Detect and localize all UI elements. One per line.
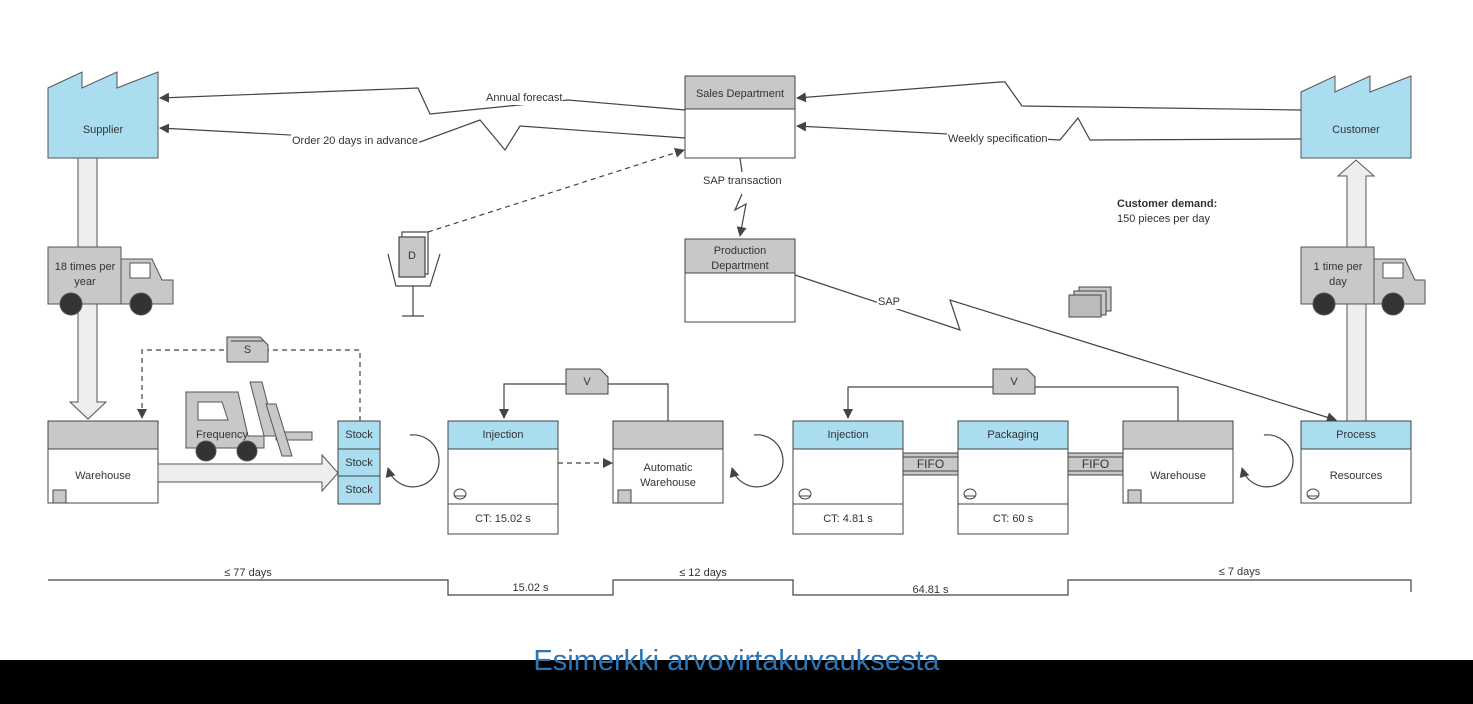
production-department-label: Production Department: [711, 245, 769, 272]
order-advance-label: Order 20 days in advance: [291, 134, 419, 148]
timeline-upper-2: ≤ 12 days: [679, 567, 727, 579]
timeline-upper-1: ≤ 77 days: [224, 567, 272, 579]
process-box: [1300, 420, 1412, 504]
bottom-bar: [0, 660, 1473, 704]
kanban-post-icon: [387, 231, 441, 317]
annual-forecast-flow: [159, 87, 686, 115]
annual-forecast-label: Annual forecast: [485, 91, 564, 105]
push-arrow-warehouse-stock: [157, 453, 339, 493]
weekly-specification-label: Weekly specification: [947, 132, 1049, 146]
resources-label: Resources: [1329, 470, 1383, 482]
supplier-label: Supplier: [82, 124, 124, 136]
customer-truck-icon: [1300, 246, 1426, 316]
customer-truck-label: 1 time per day: [1313, 261, 1363, 288]
timeline-lower-2: 64.81 s: [912, 584, 949, 596]
pull-circle-icon-1: [385, 434, 440, 488]
sales-department-box: [684, 75, 796, 159]
customer-label: Customer: [1332, 124, 1380, 136]
automatic-warehouse-label: Automatic Warehouse: [640, 462, 696, 489]
sap-transaction-label: SAP transaction: [702, 174, 783, 188]
fifo-label-2: FIFO: [1081, 457, 1110, 471]
caption-title: Esimerkki arvovirtakuvauksesta: [533, 645, 940, 677]
packaging-label: Packaging: [987, 429, 1039, 441]
stock-label-2: Stock: [345, 457, 373, 469]
stock-stack: [337, 420, 381, 505]
sap-transaction-flow: [733, 157, 747, 237]
stock-label-1: Stock: [345, 429, 373, 441]
kanban-v-label-2: V: [1010, 376, 1018, 388]
supplier-factory-icon: [47, 71, 159, 159]
pull-circle-icon-2: [729, 434, 784, 488]
order-advance-flow: [159, 119, 686, 152]
warehouse-2-box: [1122, 420, 1234, 504]
warehouse-2-label: Warehouse: [1150, 470, 1206, 482]
production-kanban-stack-icon: [1068, 286, 1112, 318]
injection-2-label: Injection: [827, 429, 869, 441]
sequence-kanban-icon-1: [565, 368, 609, 395]
kanban-signal-line: [427, 147, 685, 233]
production-department-box: [684, 238, 796, 323]
withdrawal-kanban-icon: [226, 336, 269, 363]
frequency-label: Frequency: [196, 429, 248, 441]
sap-label: SAP: [877, 295, 902, 309]
customer-factory-icon: [1300, 75, 1412, 159]
timeline-upper-3: ≤ 7 days: [1218, 566, 1261, 578]
warehouse-1-label: Warehouse: [75, 470, 131, 482]
sequence-kanban-icon-2: [992, 368, 1036, 395]
injection-2-ct: CT: 4.81 s: [823, 513, 873, 525]
customer-demand-value: 150 pieces per day: [1117, 213, 1210, 225]
injection-1-ct: CT: 15.02 s: [475, 513, 531, 525]
kanban-d-label: D: [408, 250, 416, 262]
injection-1-box: [447, 420, 559, 535]
warehouse-1-box: [47, 420, 159, 504]
stock-label-3: Stock: [345, 484, 373, 496]
sales-department-label: Sales Department: [695, 88, 785, 100]
forklift-icon: [185, 381, 313, 462]
packaging-ct: CT: 60 s: [992, 513, 1034, 525]
packaging-box: [957, 420, 1069, 535]
weekly-specification-flow: [796, 116, 1302, 141]
process-label: Process: [1336, 429, 1376, 441]
supplier-truck-icon: [47, 246, 174, 316]
timeline-lower-1: 15.02 s: [512, 582, 549, 594]
injection-1-label: Injection: [482, 429, 524, 441]
timeline: [48, 579, 1412, 596]
customer-demand-title: Customer demand:: [1117, 198, 1218, 210]
customer-to-sales-flow: [796, 81, 1302, 111]
fifo-label-1: FIFO: [916, 457, 945, 471]
injection-2-box: [792, 420, 904, 535]
supplier-truck-label: 18 times per year: [54, 261, 116, 288]
kanban-v-label-1: V: [583, 376, 591, 388]
pull-circle-icon-3: [1239, 434, 1294, 488]
kanban-s-label: S: [243, 344, 252, 356]
